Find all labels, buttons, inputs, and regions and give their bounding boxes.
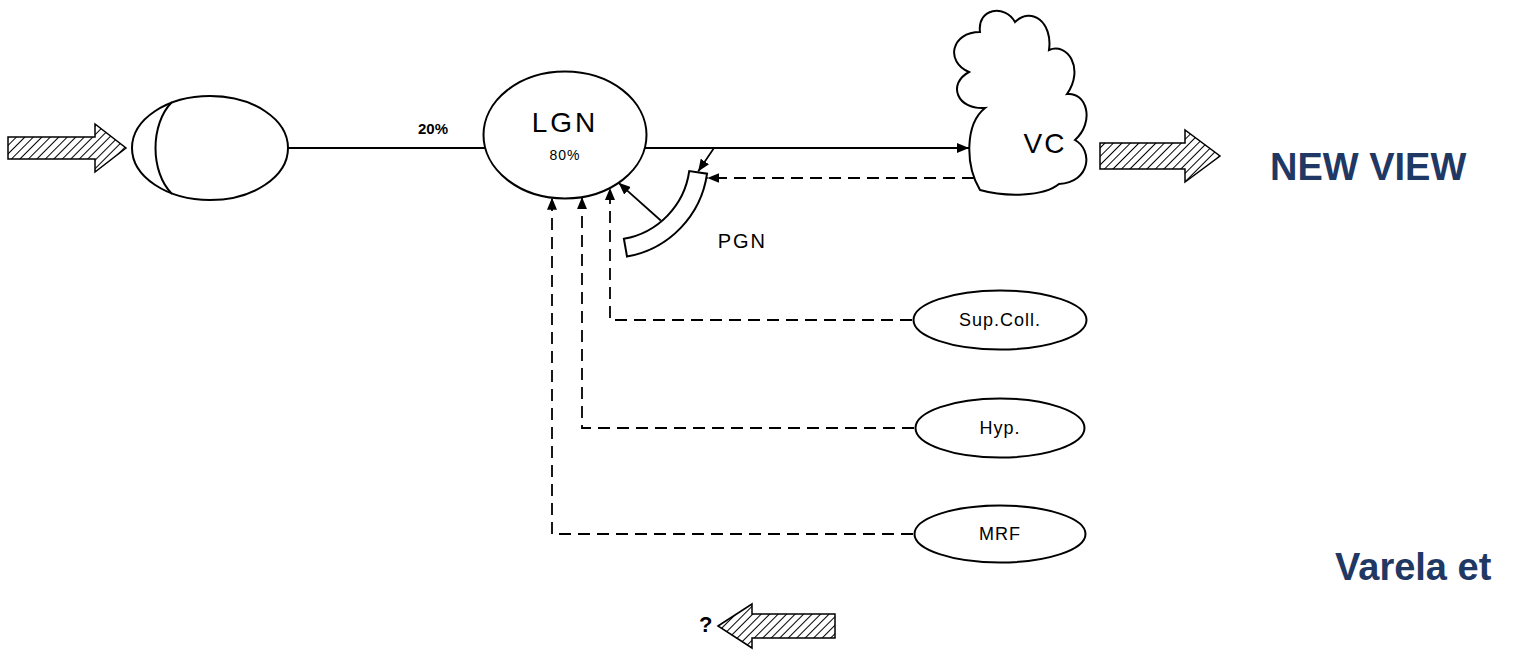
eye-globe (132, 96, 288, 200)
node-sublabel: 80% (549, 147, 580, 163)
text-stack: Hyp. (979, 418, 1020, 439)
label-anchor: ? (699, 612, 712, 637)
perigeniculate-band: PGN (600, 150, 775, 265)
node-label: LGN (532, 107, 599, 139)
source-ellipse: Sup.Coll. (912, 289, 1088, 351)
ellipse-border (484, 72, 647, 199)
ellipse-border (916, 399, 1085, 458)
percentage-label: 20% (418, 120, 448, 137)
label-anchor: Varela et (1335, 546, 1491, 590)
text-stack: MRF (979, 524, 1021, 545)
citation-text: Varela et (1335, 546, 1491, 590)
feedback-connector (582, 197, 914, 428)
pathway-connector (619, 183, 661, 221)
feedback-connector (610, 188, 912, 320)
text-stack: LGN 80% (532, 107, 599, 163)
slide-heading: NEW VIEW (1270, 146, 1466, 190)
output-arrow (1100, 130, 1220, 182)
nucleus-ellipse: LGN 80% (482, 70, 648, 200)
label-anchor: 20% (418, 120, 448, 137)
ellipse-border (915, 506, 1086, 563)
eye-lens (156, 102, 173, 194)
source-ellipse: Hyp. (914, 397, 1086, 459)
cloud-outline (935, 0, 1095, 198)
text-stack: VC (1024, 128, 1067, 160)
source-ellipse: MRF (913, 504, 1087, 564)
text-stack: Sup.Coll. (959, 310, 1041, 331)
node-label: Sup.Coll. (959, 310, 1041, 331)
input-arrow (8, 124, 126, 172)
ellipse-border (914, 291, 1087, 350)
question-mark: ? (699, 612, 712, 637)
node-label: Hyp. (979, 418, 1020, 439)
node-label: VC (1024, 128, 1067, 160)
return-arrow (718, 604, 835, 648)
node-label: MRF (979, 524, 1021, 545)
text-stack: PGN (718, 230, 767, 253)
node-label: PGN (718, 230, 767, 253)
label-anchor: NEW VIEW (1270, 146, 1466, 190)
pathway-connector (645, 148, 714, 171)
feedback-connector (552, 198, 913, 534)
cloud-border (954, 11, 1086, 195)
feedback-connector (707, 177, 974, 179)
band-border (624, 171, 707, 256)
optic-pathway (288, 147, 485, 149)
cortex-cloud: VC (935, 0, 1095, 198)
